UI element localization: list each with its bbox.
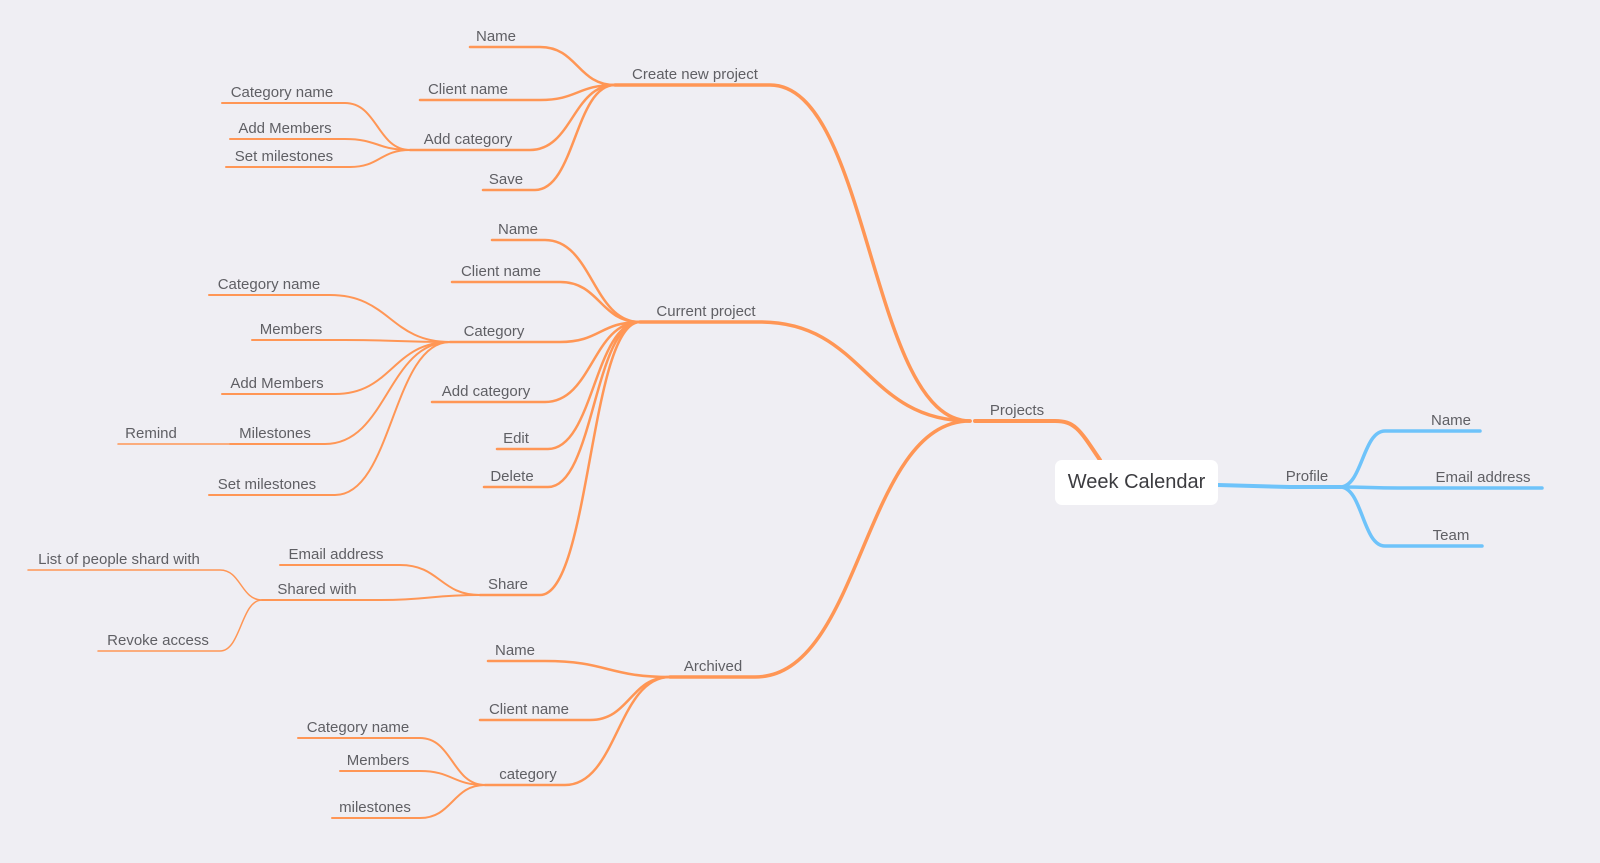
connector-create-addcat-members xyxy=(229,138,411,151)
connector-share-email xyxy=(279,564,481,596)
connector-current-delete xyxy=(482,320,642,489)
node-profile-name[interactable]: Name xyxy=(1430,412,1472,429)
connector-arch-name xyxy=(486,659,672,679)
node-profile-team[interactable]: Team xyxy=(1432,527,1470,544)
node-create-name[interactable]: Name xyxy=(475,28,517,45)
node-archived[interactable]: Archived xyxy=(683,658,743,675)
connector-create-save xyxy=(481,83,617,192)
connector-current xyxy=(638,320,972,423)
connector-profile-email xyxy=(1338,485,1544,490)
connector-profile xyxy=(1216,483,1342,489)
node-arch-cat-milestones[interactable]: milestones xyxy=(339,799,411,816)
connector-current-addcat xyxy=(430,320,642,404)
node-current-share[interactable]: Share xyxy=(487,576,529,593)
connector-cat-setmilestones xyxy=(208,341,451,496)
node-create[interactable]: Create new project xyxy=(632,66,758,83)
node-profile-email[interactable]: Email address xyxy=(1435,469,1531,486)
node-create-addcat-members[interactable]: Add Members xyxy=(238,120,332,137)
node-current-delete[interactable]: Delete xyxy=(490,468,534,485)
node-create-client[interactable]: Client name xyxy=(427,81,509,98)
connector-create-addcat-catname xyxy=(221,102,411,151)
node-cat-setmilestones[interactable]: Set milestones xyxy=(217,476,317,493)
node-arch-client[interactable]: Client name xyxy=(488,701,570,718)
connector-cat-addmembers xyxy=(221,341,451,395)
node-current-category[interactable]: Category xyxy=(463,323,525,340)
connector-profile-name xyxy=(1338,429,1482,489)
connector-current-share xyxy=(478,320,642,597)
connector-cat-members xyxy=(251,339,451,343)
node-cat-members[interactable]: Members xyxy=(259,321,323,338)
connector-share-sharedwith xyxy=(261,594,481,601)
node-current-edit[interactable]: Edit xyxy=(503,430,529,447)
node-shared-revoke[interactable]: Revoke access xyxy=(107,632,209,649)
node-create-addcat-catname[interactable]: Category name xyxy=(230,84,334,101)
node-projects[interactable]: Projects xyxy=(989,402,1045,419)
node-create-addcat[interactable]: Add category xyxy=(423,131,513,148)
node-arch-cat-members[interactable]: Members xyxy=(346,752,410,769)
connector-profile-team xyxy=(1338,485,1484,548)
node-current[interactable]: Current project xyxy=(656,303,756,320)
connector-arch-cat-milestones xyxy=(331,784,486,819)
connector-shared-revoke xyxy=(97,599,263,652)
root-node[interactable]: Week Calendar xyxy=(1055,460,1218,505)
node-cat-addmembers[interactable]: Add Members xyxy=(230,375,324,392)
connector-cat-catname xyxy=(208,294,451,343)
connector-create-addcat-milestones xyxy=(225,149,411,168)
connector-create-addcat xyxy=(408,83,617,152)
node-shared-list[interactable]: List of people shard with xyxy=(38,551,200,568)
connector-current-client xyxy=(450,280,642,324)
node-current-name[interactable]: Name xyxy=(497,221,539,238)
connector-current-edit xyxy=(495,320,642,451)
connector-arch-cat-catname xyxy=(297,737,486,786)
node-cat-milestones[interactable]: Milestones xyxy=(239,425,311,442)
node-create-addcat-milestones[interactable]: Set milestones xyxy=(234,148,334,165)
connector-create-name xyxy=(468,45,617,87)
connector-cat-milestones xyxy=(229,341,451,445)
node-arch-cat-catname[interactable]: Category name xyxy=(306,719,410,736)
node-arch-name[interactable]: Name xyxy=(494,642,536,659)
node-share-email[interactable]: Email address xyxy=(288,546,384,563)
node-arch-category[interactable]: category xyxy=(499,766,557,783)
node-current-client[interactable]: Client name xyxy=(460,263,542,280)
connector-archived xyxy=(668,419,972,679)
connector-create xyxy=(613,83,972,423)
node-profile[interactable]: Profile xyxy=(1285,468,1329,485)
node-cat-catname[interactable]: Category name xyxy=(217,276,321,293)
connector-arch-category xyxy=(483,675,672,787)
connector-shared-list xyxy=(27,569,263,601)
node-cat-remind[interactable]: Remind xyxy=(125,425,177,442)
connector-projects xyxy=(973,419,1102,462)
node-create-save[interactable]: Save xyxy=(488,171,524,188)
node-current-addcat[interactable]: Add category xyxy=(441,383,531,400)
node-share-sharedwith[interactable]: Shared with xyxy=(277,581,357,598)
connector-arch-cat-members xyxy=(339,770,486,786)
